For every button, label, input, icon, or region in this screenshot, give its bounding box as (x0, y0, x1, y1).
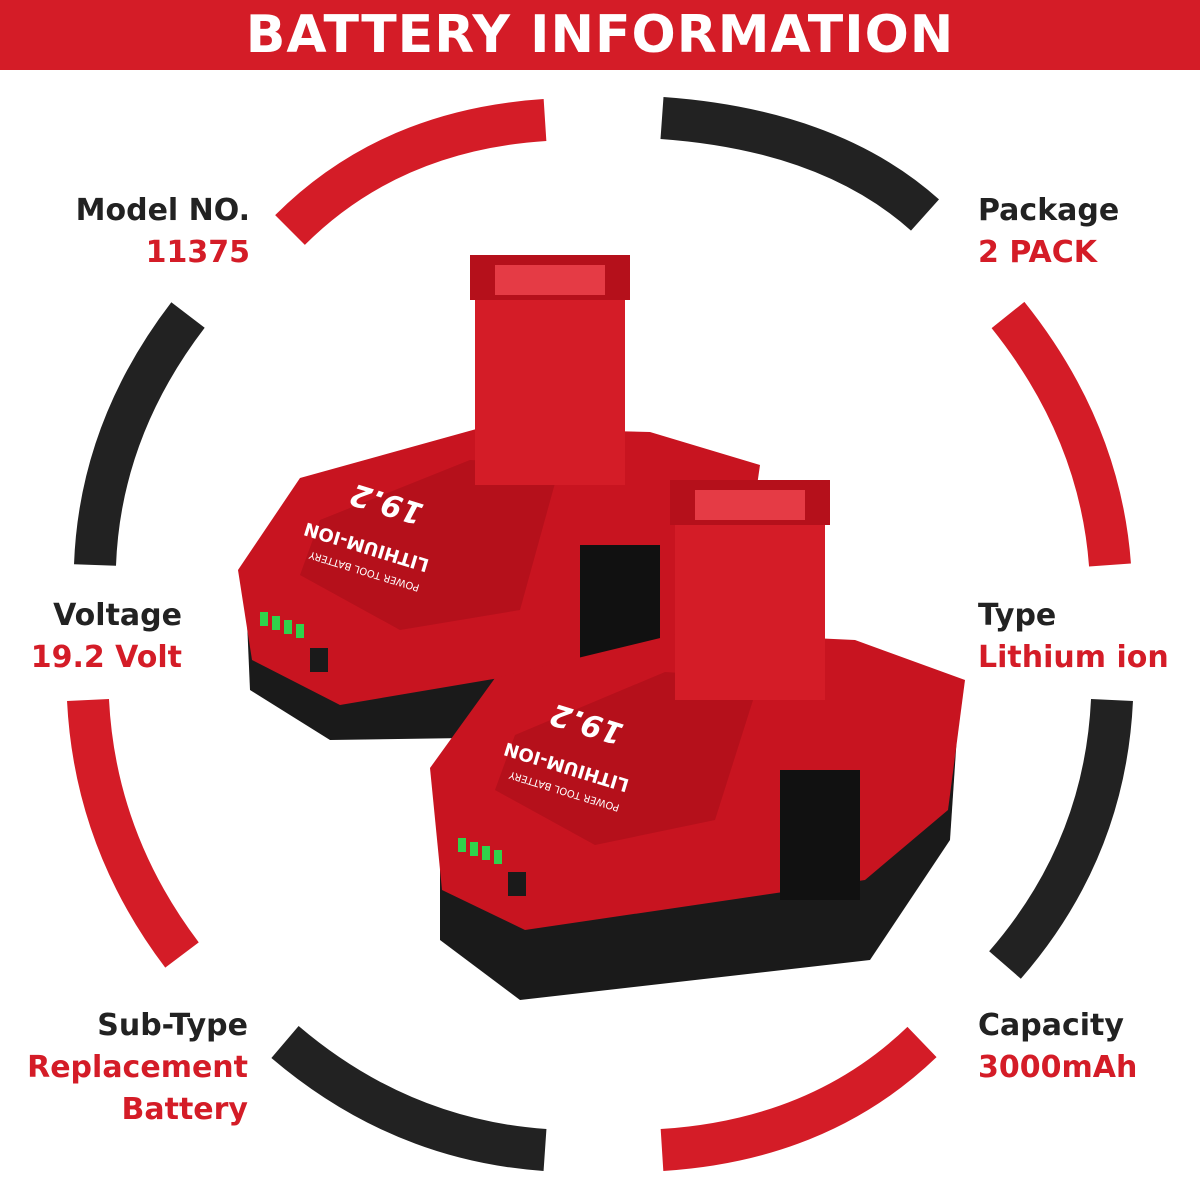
spec-model-label: Model NO. (75, 193, 250, 228)
spec-subtype: Sub-Type Replacement Battery (0, 1005, 248, 1131)
battery-front: 19.2 LITHIUM-ION POWER TOOL BATTERY (430, 480, 965, 1000)
spec-capacity-value: 3000mAh (978, 1050, 1138, 1085)
spec-subtype-value-line1: Replacement (27, 1050, 248, 1085)
spec-subtype-label: Sub-Type (97, 1008, 248, 1043)
spec-model-value: 11375 (145, 235, 250, 270)
spec-type: Type Lithium ion (978, 595, 1193, 679)
ring-segment-dark (271, 1025, 547, 1171)
spec-voltage-label: Voltage (53, 598, 182, 633)
spec-type-value: Lithium ion (978, 640, 1169, 675)
ring-segment-dark (74, 302, 205, 566)
spec-model: Model NO. 11375 (30, 190, 250, 274)
spec-capacity: Capacity 3000mAh (978, 1005, 1188, 1089)
spec-package-label: Package (978, 193, 1120, 228)
spec-package: Package 2 PACK (978, 190, 1188, 274)
spec-type-label: Type (978, 598, 1057, 633)
battery-back-led-indicator (260, 612, 304, 638)
spec-package-value: 2 PACK (978, 235, 1098, 270)
ring-segment-red (67, 698, 199, 968)
battery-back: 19.2 LITHIUM-ION POWER TOOL BATTERY (238, 255, 760, 740)
spec-voltage-value: 19.2 Volt (30, 640, 182, 675)
ring-segment-dark (660, 97, 939, 231)
spec-voltage: Voltage 19.2 Volt (0, 595, 182, 679)
ring-segment-red (991, 301, 1131, 567)
title-banner (0, 0, 1200, 70)
ring-segment-red (275, 99, 547, 245)
battery-front-led-indicator (458, 838, 502, 864)
banner-title: BATTERY INFORMATION (245, 5, 955, 65)
spec-subtype-value-line2: Battery (121, 1092, 249, 1127)
ring-segment-red (660, 1026, 937, 1171)
spec-capacity-label: Capacity (978, 1008, 1124, 1043)
ring-segment-dark (989, 698, 1133, 979)
